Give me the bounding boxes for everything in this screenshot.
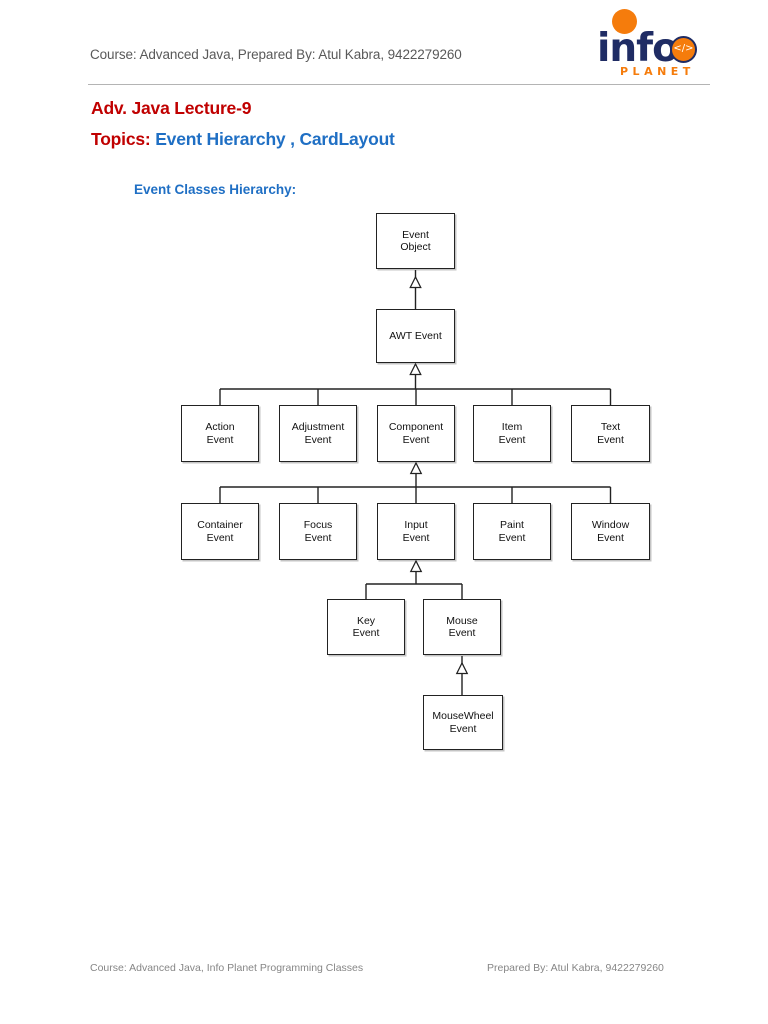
logo-dot-icon: [612, 9, 637, 34]
info-planet-logo: info </> PLANET: [592, 8, 714, 80]
topics-line: Topics: Event Hierarchy , CardLayout: [91, 129, 395, 150]
page-header: Course: Advanced Java, Prepared By: Atul…: [0, 0, 768, 92]
page-title: Adv. Java Lecture-9: [91, 98, 252, 118]
node-label: AWT Event: [389, 329, 442, 342]
logo-tagline: PLANET: [620, 65, 695, 78]
page-footer: Course: Advanced Java, Info Planet Progr…: [0, 957, 768, 987]
topics-value: Event Hierarchy , CardLayout: [155, 129, 395, 149]
header-divider: [88, 84, 710, 85]
logo-wordmark: info: [597, 26, 679, 71]
footer-left-text: Course: Advanced Java, Info Planet Progr…: [90, 962, 364, 974]
logo-circle-icon: [670, 36, 697, 63]
node-awt-event: AWT Event: [376, 309, 455, 363]
topics-label: Topics:: [91, 129, 151, 149]
section-heading: Event Classes Hierarchy:: [134, 182, 297, 197]
header-course-line: Course: Advanced Java, Prepared By: Atul…: [90, 47, 462, 62]
code-brackets-icon: </>: [673, 43, 694, 54]
footer-right-text: Prepared By: Atul Kabra, 9422279260: [487, 962, 664, 974]
